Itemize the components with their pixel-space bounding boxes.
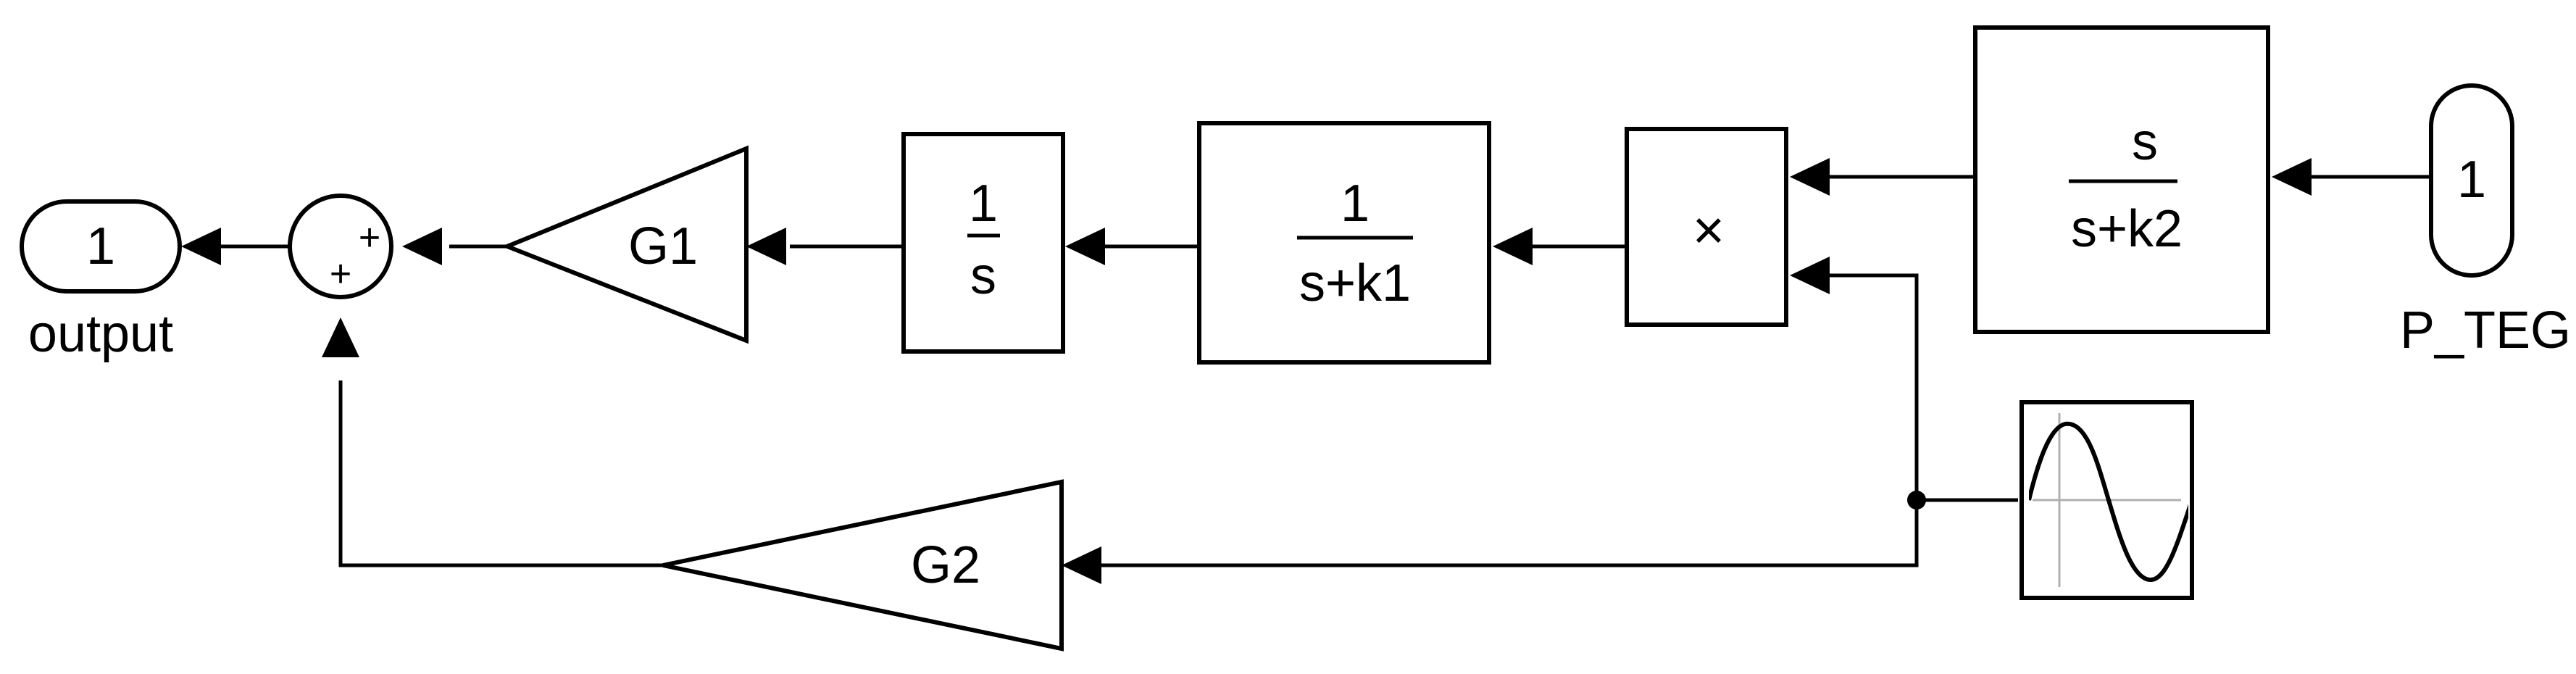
arrow-into-product-bottom: [1790, 257, 1830, 294]
wire-sine-to-g2[interactable]: [1101, 500, 1919, 567]
tf-k1-block[interactable]: 1 s+k1: [1197, 121, 1491, 365]
tf-k1-body: [1197, 121, 1491, 365]
arrowheads: [181, 158, 2312, 584]
sum-circle: [288, 194, 393, 299]
wire-sine-to-product[interactable]: [1826, 273, 2018, 502]
gain-g2-triangle: [662, 479, 1064, 652]
product-body: [1625, 127, 1788, 327]
input-port-number: 1: [2457, 151, 2486, 209]
gain-g2-block[interactable]: G2: [662, 479, 1064, 652]
arrow-into-sum-bottom: [322, 317, 359, 357]
sum-sign-side: +: [359, 217, 380, 259]
arrow-into-product-top: [1790, 158, 1830, 196]
tf-k2-denominator: s+k2: [2071, 200, 2183, 258]
sine-wave-block[interactable]: [2019, 400, 2194, 600]
integrator-denominator: s: [970, 247, 996, 305]
product-symbol: ×: [1693, 200, 1725, 262]
output-port-number: 1: [86, 217, 115, 275]
integrator-numerator: 1: [969, 175, 998, 233]
sine-wave-icon: [2029, 413, 2188, 587]
arrow-into-g1: [746, 228, 786, 265]
input-port-name: P_TEG: [2400, 301, 2571, 359]
arrow-into-output: [181, 228, 221, 265]
arrow-into-tf-k1: [1493, 228, 1533, 265]
sum-sign-bottom: +: [330, 253, 351, 295]
signal-lines: [217, 175, 2431, 567]
arrow-into-tf-k2: [2272, 158, 2312, 196]
product-block[interactable]: ×: [1625, 127, 1788, 327]
tf-k1-numerator: 1: [1341, 175, 1370, 233]
sine-curve: [2029, 421, 2188, 583]
input-port[interactable]: 1 P_TEG: [2400, 83, 2571, 359]
output-port-body: [20, 199, 182, 294]
tf-k2-numerator: s: [2132, 113, 2158, 171]
arrow-into-integrator: [1065, 228, 1105, 265]
input-port-body: [2429, 83, 2514, 278]
gain-g1-label: G1: [628, 217, 698, 275]
integrator-block[interactable]: 1 s: [901, 132, 1065, 354]
branch-point: [1907, 491, 1926, 509]
arrow-into-sum-side: [402, 228, 442, 265]
integrator-body: [901, 132, 1065, 354]
tf-k2-block[interactable]: s s+k2: [1973, 25, 2270, 334]
gain-g1-block[interactable]: G1: [501, 145, 749, 344]
tf-k1-denominator: s+k1: [1299, 254, 1411, 312]
gain-g2-label: G2: [911, 536, 980, 594]
wire-g2-to-sum[interactable]: [338, 380, 667, 567]
output-port-name: output: [28, 305, 173, 363]
arrow-into-g2: [1062, 546, 1101, 584]
output-port[interactable]: 1 output: [20, 199, 182, 363]
gain-g1-triangle: [501, 145, 749, 344]
sum-block[interactable]: + +: [288, 194, 393, 299]
